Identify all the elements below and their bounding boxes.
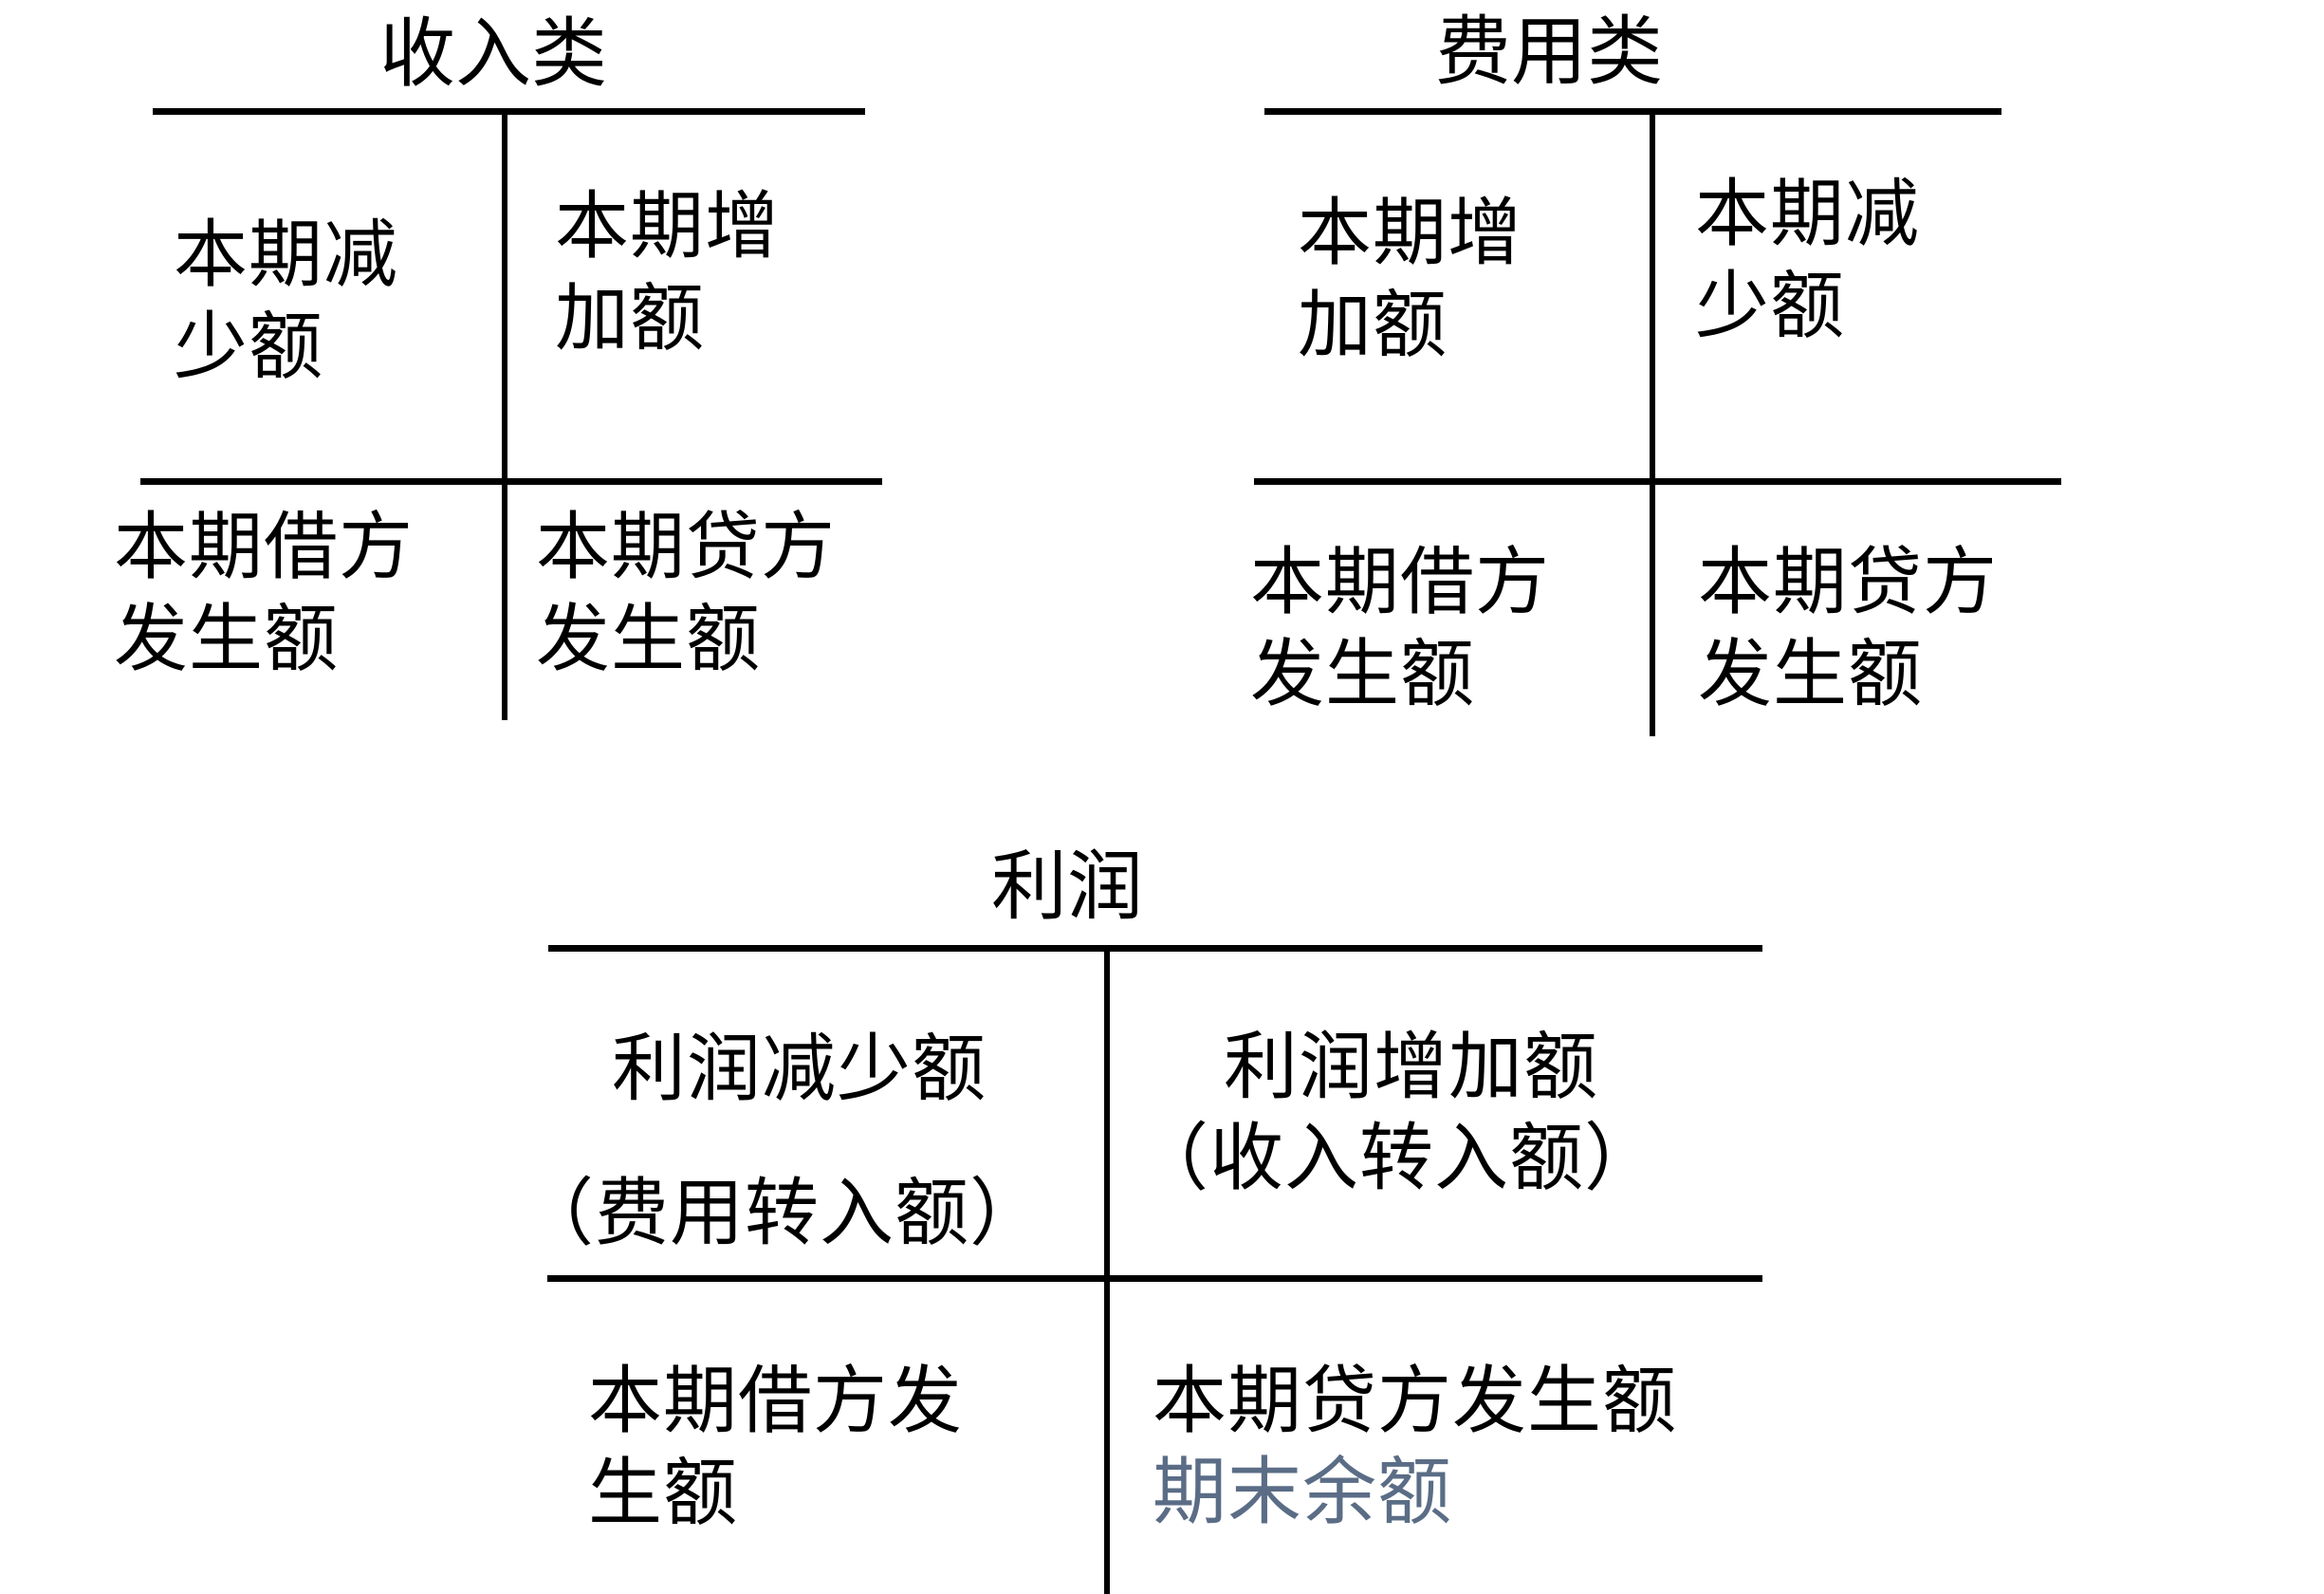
profit-lower-debit-label: 本期借方发 生额 bbox=[588, 1355, 963, 1539]
revenue-upper-credit-line2: 加额 bbox=[555, 277, 706, 360]
expense-center-divider bbox=[1650, 108, 1655, 736]
profit-expense-transfer-label: （费用转入额） bbox=[520, 1172, 1045, 1254]
revenue-lower-debit-label: 本期借方 发生额 bbox=[114, 501, 414, 685]
expense-account-title: 费用类 bbox=[1435, 11, 1663, 95]
expense-lower-credit-line1: 本期贷方 bbox=[1698, 541, 1999, 623]
revenue-top-rule bbox=[153, 108, 865, 115]
profit-center-divider bbox=[1104, 945, 1110, 1594]
expense-upper-credit-line2: 少额 bbox=[1695, 265, 1846, 347]
revenue-upper-debit-label: 本期减 少额 bbox=[174, 209, 398, 393]
expense-top-rule bbox=[1264, 108, 2001, 115]
revenue-mid-rule bbox=[140, 478, 882, 485]
expense-lower-debit-line2: 发生额 bbox=[1250, 633, 1476, 715]
expense-upper-debit-line2: 加额 bbox=[1298, 284, 1448, 366]
expense-upper-debit-label: 本期增 加额 bbox=[1298, 187, 1522, 371]
revenue-lower-credit-line2: 发生额 bbox=[536, 598, 762, 680]
profit-decrease-label: 利润减少额 bbox=[612, 1028, 987, 1110]
revenue-lower-credit-label: 本期贷方 发生额 bbox=[536, 501, 836, 685]
profit-lower-credit-label: 本期贷方发生额 bbox=[1153, 1360, 1678, 1442]
revenue-upper-credit-label: 本期增 加额 bbox=[555, 180, 780, 364]
profit-ending-balance-label: 期末余额 bbox=[1153, 1451, 1453, 1533]
profit-account-title: 利润 bbox=[991, 846, 1143, 930]
profit-lower-debit-line2: 生额 bbox=[588, 1452, 739, 1534]
profit-top-rule bbox=[548, 945, 1762, 952]
revenue-lower-debit-line1: 本期借方 bbox=[114, 506, 415, 588]
expense-mid-rule bbox=[1254, 478, 2061, 485]
profit-increase-label: 利润增加额 bbox=[1224, 1026, 1599, 1108]
profit-lower-debit-line1: 本期借方发 bbox=[588, 1360, 964, 1442]
expense-lower-credit-line2: 发生额 bbox=[1698, 633, 1924, 715]
revenue-lower-debit-line2: 发生额 bbox=[114, 598, 340, 680]
expense-upper-credit-line1: 本期减 bbox=[1695, 173, 1921, 255]
revenue-upper-debit-line2: 少额 bbox=[174, 306, 324, 388]
expense-upper-debit-line1: 本期增 bbox=[1298, 192, 1523, 274]
expense-upper-credit-label: 本期减 少额 bbox=[1695, 168, 1920, 352]
revenue-upper-credit-line1: 本期增 bbox=[555, 185, 781, 268]
expense-lower-debit-line1: 本期借方 bbox=[1250, 541, 1551, 623]
expense-lower-debit-label: 本期借方 发生额 bbox=[1250, 536, 1550, 720]
profit-mid-rule bbox=[547, 1275, 1762, 1282]
revenue-lower-credit-line1: 本期贷方 bbox=[536, 506, 837, 588]
revenue-center-divider bbox=[502, 108, 507, 720]
expense-lower-credit-label: 本期贷方 发生额 bbox=[1698, 536, 1998, 720]
profit-income-transfer-label: （收入转入额） bbox=[1134, 1117, 1660, 1199]
revenue-account-title: 收入类 bbox=[379, 13, 607, 97]
revenue-upper-debit-line1: 本期减 bbox=[174, 213, 399, 296]
